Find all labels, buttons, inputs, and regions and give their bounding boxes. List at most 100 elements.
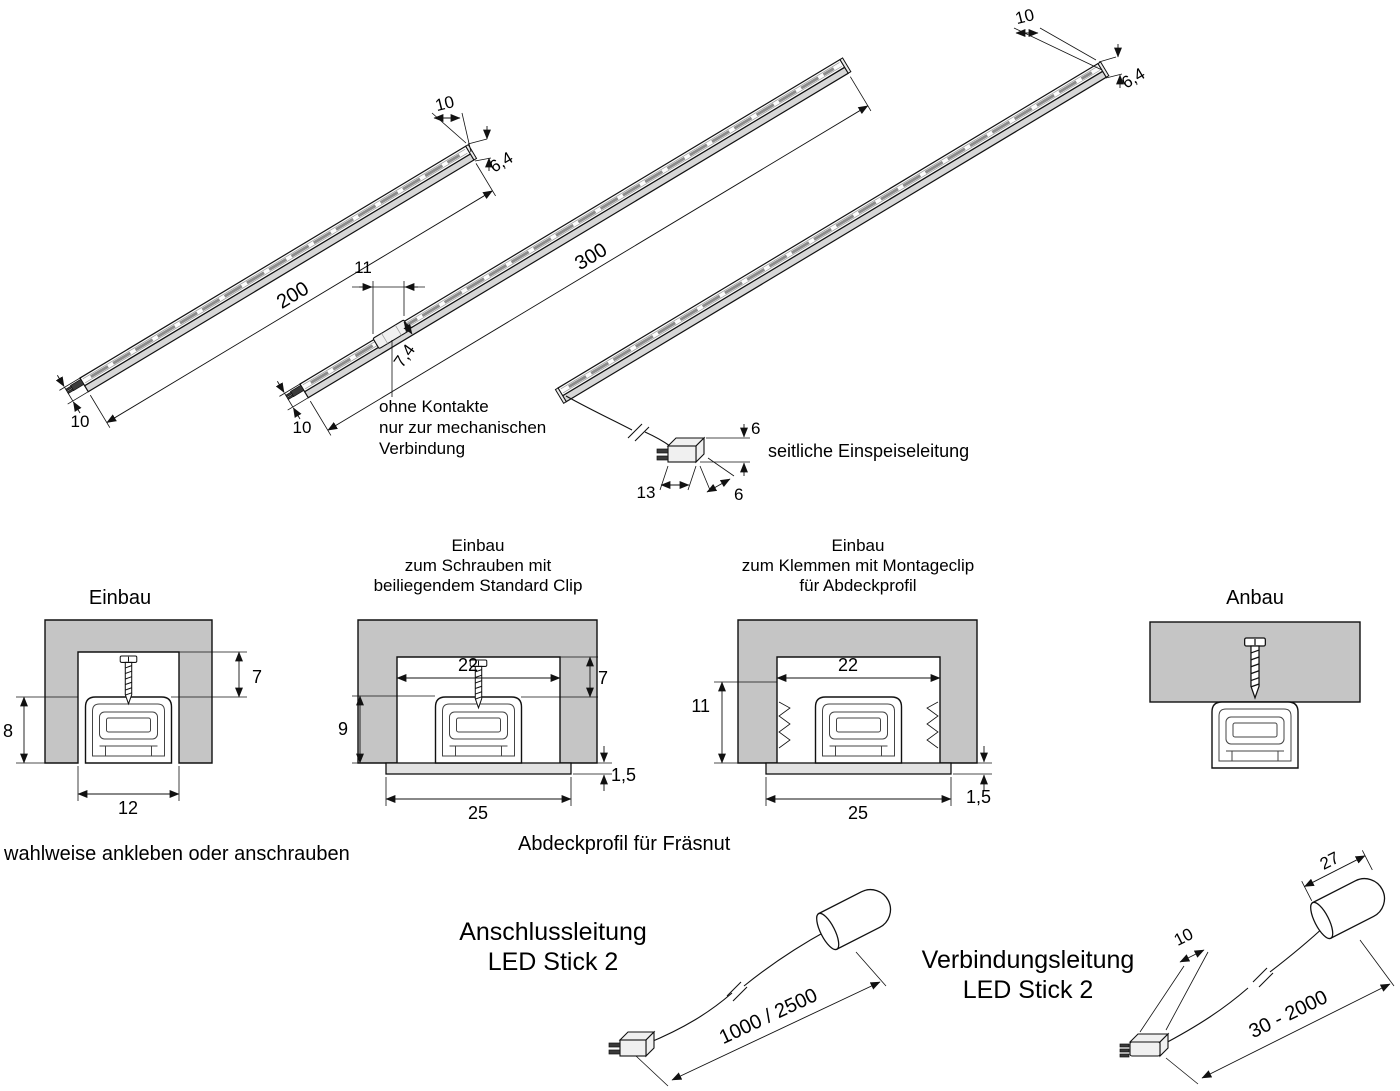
- cable2-plug: [1119, 1032, 1170, 1058]
- dim-label-plug-width: 13: [637, 483, 656, 502]
- cable2-title-2: LED Stick 2: [963, 976, 1094, 1004]
- dim-cs3-depth: 11: [691, 681, 777, 764]
- led-strip-300: 300: [275, 57, 872, 436]
- dim-label-strip1-base-width: 10: [71, 412, 90, 431]
- dim-cs3-flange: 1,5: [953, 746, 992, 807]
- cs3-title-1: Einbau: [832, 536, 885, 555]
- dim-strip1-end-height: 6,4: [467, 126, 516, 176]
- end-cap: [1097, 61, 1110, 78]
- dim-label-cs2-depth: 9: [338, 719, 348, 739]
- dim-label-strip3-end-height: 6,4: [1118, 64, 1148, 92]
- dim-label-connector-width: 11: [354, 258, 372, 277]
- dim-cs2-depth: 9: [338, 695, 435, 764]
- dim-label-plug-height: 6: [751, 419, 760, 438]
- dim-strip3-top-width: 10: [1013, 5, 1103, 71]
- cross-section-standard-clip: Einbau zum Schrauben mit beiliegendem St…: [338, 536, 636, 823]
- cs2-title-1: Einbau: [452, 536, 505, 555]
- cable1-plug: [608, 1030, 656, 1058]
- dim-label-cable2-sleeve: 27: [1317, 848, 1342, 874]
- connector-note: ohne Kontakte nur zur mechanischen Verbi…: [379, 397, 546, 458]
- dim-cs1-width: 12: [77, 766, 180, 818]
- dim-plug-depth: 6: [699, 457, 743, 504]
- dim-strip3-end-height: 6,4: [1098, 44, 1148, 92]
- cs3-title-2: zum Klemmen mit Montageclip: [742, 556, 974, 575]
- dim-cs3-top: 22: [776, 655, 941, 682]
- led-strip-feed: [554, 61, 1110, 404]
- cable-break-mark: [634, 426, 650, 442]
- cable-break-mark: [627, 423, 643, 439]
- dim-label-strip2-base-width: 10: [293, 418, 312, 437]
- dim-strip2-base-width: [275, 381, 311, 420]
- dim-label-200: 200: [273, 278, 313, 314]
- note-line-3: Verbindung: [379, 439, 465, 458]
- dim-label-300: 300: [571, 239, 611, 275]
- cross-section-einbau: Einbau 7 8 12: [3, 587, 262, 818]
- dim-plug-width: 13: [637, 465, 697, 502]
- cable1-title-2: LED Stick 2: [488, 948, 619, 976]
- cross-section-montageclip: Einbau zum Klemmen mit Montageclip für A…: [691, 536, 992, 823]
- feed-label: seitliche Einspeiseleitung: [768, 441, 969, 461]
- dim-label-plug-depth: 6: [734, 485, 743, 504]
- cover-flange: [385, 762, 572, 775]
- note-line-1: ohne Kontakte: [379, 397, 489, 416]
- clip-spring-right: [926, 701, 939, 749]
- cs2-title-3: beiliegendem Standard Clip: [374, 576, 583, 595]
- dim-strip1-base-width: [55, 375, 91, 414]
- feed-plug: [656, 436, 706, 464]
- dim-strip1-top-width: 10: [431, 92, 472, 153]
- dim-label-cs2-flange: 1,5: [611, 765, 636, 785]
- dim-label-cs3-flange: 1,5: [966, 787, 991, 807]
- dim-cs2-top: 22: [396, 655, 561, 682]
- cs3-title-3: für Abdeckprofil: [799, 576, 916, 595]
- feed-cable: [565, 395, 671, 447]
- dim-plug-height: 6: [700, 419, 760, 476]
- dim-cable1-length: 1000 / 2500: [635, 951, 887, 1087]
- end-cap: [839, 57, 852, 74]
- cross-section-anbau: Anbau: [1149, 587, 1361, 769]
- dim-label-cs2-gap: 7: [598, 668, 608, 688]
- dim-label-cs3-depth: 11: [691, 696, 710, 716]
- cable-segment: [743, 929, 829, 987]
- cable1-sleeve: [816, 889, 892, 951]
- cable-segment: [1269, 924, 1327, 973]
- led-strip-200: 200: [55, 144, 496, 428]
- dim-label-cs1-gap: 7: [252, 667, 262, 687]
- dim-connector-width: 11: [352, 258, 425, 334]
- dim-cs2-base: 25: [385, 777, 572, 823]
- cable-anschlussleitung: Anschlussleitung LED Stick 2 1000 / 2500: [459, 889, 892, 1087]
- note-line-2: nur zur mechanischen: [379, 418, 546, 437]
- dim-label-strip1-top-width: 10: [433, 92, 456, 115]
- dim-label-cable2-plug: 10: [1171, 924, 1196, 950]
- dim-cable2-length: 30 - 2000: [1165, 939, 1395, 1085]
- cable2-title-1: Verbindungsleitung: [922, 946, 1135, 974]
- dim-cs2-gap: 7: [521, 656, 608, 698]
- cover-note: Abdeckprofil für Fräsnut: [518, 833, 731, 855]
- cs4-title: Anbau: [1226, 587, 1284, 609]
- plug-contacts: [65, 378, 85, 395]
- dim-label-cs2-top: 22: [458, 655, 478, 675]
- cable-verbindungsleitung: Verbindungsleitung LED Stick 2 27: [922, 848, 1395, 1085]
- dim-label-cs2-base: 25: [468, 803, 488, 823]
- mount-note: wahlweise ankleben oder anschrauben: [3, 843, 350, 865]
- cable-break-mark: [1258, 972, 1274, 988]
- dim-label-strip3-top-width: 10: [1013, 5, 1036, 28]
- dim-cs1-height: 8: [3, 696, 78, 764]
- cable2-sleeve: 27: [1301, 848, 1386, 940]
- dim-label-strip1-end-height: 6,4: [486, 148, 516, 176]
- cs1-title: Einbau: [89, 587, 151, 609]
- clip-spring-left: [778, 701, 791, 749]
- end-cap: [554, 387, 567, 404]
- cable-break-mark: [1252, 967, 1268, 983]
- dim-label-cs1-width: 12: [118, 798, 138, 818]
- cable-break-mark: [726, 981, 742, 997]
- cable-break-mark: [732, 986, 748, 1002]
- dim-label-cs1-height: 8: [3, 721, 13, 741]
- cover-flange: [765, 762, 952, 775]
- dim-label-cs3-top: 22: [838, 655, 858, 675]
- dim-cable2-plug: 10: [1139, 924, 1209, 1033]
- cable1-title-1: Anschlussleitung: [459, 918, 647, 946]
- cs2-title-2: zum Schrauben mit: [405, 556, 552, 575]
- dim-cs3-base: 25: [765, 777, 952, 823]
